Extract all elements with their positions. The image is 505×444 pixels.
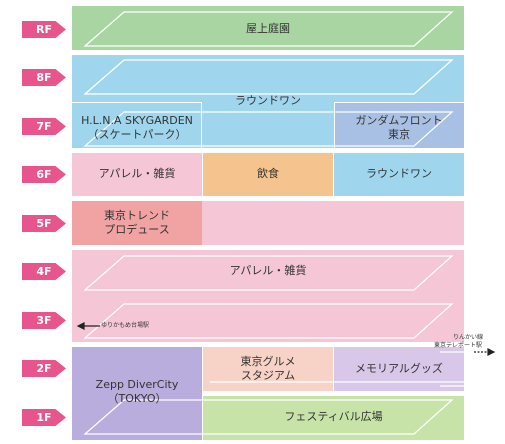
label-gourmet-line1: 東京グルメ <box>240 355 296 368</box>
label-rinkai-line: りんかい線 <box>453 334 484 341</box>
floor-label-2f[interactable]: 2F <box>22 360 66 377</box>
label-round1-6f: ラウンドワン <box>366 167 432 180</box>
area-tokyo-gourmet[interactable] <box>203 347 333 391</box>
label-zepp-line2: （TOKYO） <box>107 392 167 405</box>
floor-label-1f[interactable]: 1F <box>22 409 66 426</box>
area-round1-6f[interactable] <box>334 153 464 196</box>
label-memorial: メモリアルグッズ <box>355 362 443 375</box>
label-trend-line1: 東京トレンド <box>104 209 170 222</box>
label-round1-top: ラウンドワン <box>235 94 301 107</box>
floor-label-rf[interactable]: RF <box>22 21 66 38</box>
label-trend-line2: プロデュース <box>104 223 170 236</box>
area-apparel-6f[interactable] <box>72 153 202 196</box>
label-apparel-4f: アパレル・雑貨 <box>229 264 307 277</box>
label-yurikamome-station: ゆりかもめ台場駅 <box>101 322 150 329</box>
floor-label-6f[interactable]: 6F <box>22 166 66 183</box>
label-skygarden-line2: （スケートパーク） <box>87 128 187 141</box>
label-skygarden-line1: H.L.N.A SKYGARDEN <box>81 114 193 127</box>
floor-label-3f[interactable]: 3F <box>22 312 66 329</box>
label-zepp-line1: Zepp DiverCity <box>95 378 179 391</box>
floor-label-8f[interactable]: 8F <box>22 69 66 86</box>
area-food-6f[interactable] <box>203 153 333 196</box>
label-rooftop-garden: 屋上庭園 <box>246 22 290 35</box>
label-gundam-line1: ガンダムフロント <box>355 114 443 127</box>
floor-label-4f[interactable]: 4F <box>22 263 66 280</box>
label-gourmet-line2: スタジアム <box>240 369 296 382</box>
floor-label-7f[interactable]: 7F <box>22 118 66 135</box>
label-food-6f: 飲食 <box>257 167 279 180</box>
label-gundam-line2: 東京 <box>388 128 410 141</box>
label-festival: フェスティバル広場 <box>284 410 383 423</box>
label-tokyo-teleport-station: 東京テレポート駅 <box>434 342 483 349</box>
floor-label-5f[interactable]: 5F <box>22 215 66 232</box>
label-apparel-6f: アパレル・雑貨 <box>98 167 176 180</box>
area-tokyo-trend[interactable] <box>72 201 202 245</box>
